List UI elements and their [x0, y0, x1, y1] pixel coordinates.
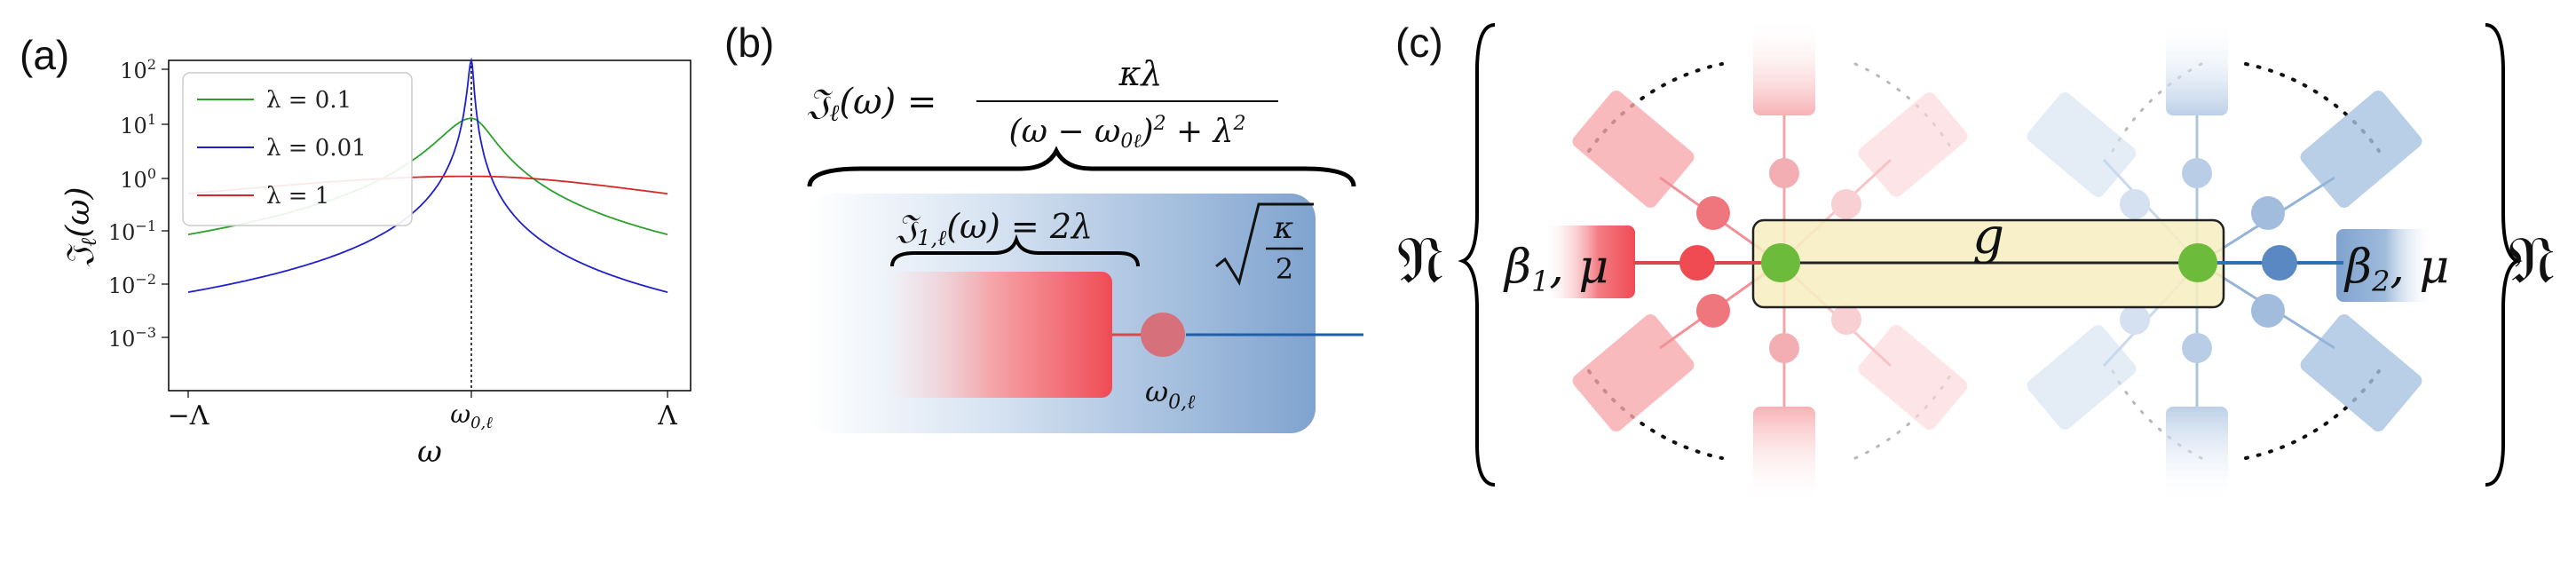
y-axis: 102 101 100 10−1 10−2 10−3: [108, 56, 169, 352]
formula-numerator: κλ: [1118, 54, 1162, 93]
y-tick-label: 10−2: [108, 271, 156, 298]
coupling-numerator: κ: [1273, 210, 1293, 246]
legend-box: [182, 72, 413, 226]
panel-b-label: (b): [724, 20, 774, 66]
inner-brace: [890, 234, 1140, 267]
dotted-arc: [1853, 369, 1955, 460]
frak-right: 𝔑: [2509, 222, 2556, 298]
sqrt-sign: [1215, 202, 1314, 286]
x-tick-label: Λ: [657, 400, 677, 431]
y-tick-label: 102: [120, 56, 156, 83]
bath-box-faded: [1753, 18, 1815, 115]
mode-node-faded: [2120, 305, 2150, 335]
left-bath-box: [1543, 226, 1635, 298]
mode-node: [1141, 313, 1185, 357]
bath-box-faded: [2300, 91, 2422, 208]
panel-c: (c) 𝔑 𝔑: [1395, 18, 2556, 504]
mode-node-faded: [2120, 189, 2150, 219]
panel-a-label: (a): [20, 32, 69, 78]
top-brace: [807, 146, 1356, 187]
right-bath-box: [2336, 229, 2434, 302]
red-bath-box: [892, 272, 1112, 398]
coupling-denominator: 2: [1276, 252, 1293, 286]
series-line-blue: [187, 57, 668, 293]
legend-item: λ = 1: [266, 183, 329, 210]
y-tick-label: 10−3: [108, 324, 156, 352]
formula-denominator: (ω − ω0ℓ)2 + λ2: [1009, 113, 1246, 153]
left-large-brace: [1458, 23, 1496, 487]
x-axis-label: ω: [417, 434, 442, 470]
bath-box-faded: [1858, 325, 1968, 430]
bath-box-faded: [2027, 325, 2137, 430]
mode-node-faded: [2182, 158, 2212, 188]
x-axis: −Λ ω0,ℓ Λ: [168, 391, 677, 432]
legend-item: λ = 0.01: [266, 135, 367, 162]
mode-node: [1696, 294, 1730, 328]
system-node-right: [2178, 243, 2217, 282]
panel-b: (b) 𝔍ℓ(ω) = κλ (ω − ω0ℓ)2 + λ2 𝔍1,ℓ(ω) =…: [724, 20, 1363, 433]
left-bath-label: β1, μ: [1503, 241, 1608, 298]
left-bath-node: [1679, 245, 1715, 281]
bath-box-faded: [1753, 407, 1815, 504]
mode-node: [1696, 196, 1730, 230]
mode-node: [2251, 294, 2285, 328]
y-tick-label: 10−1: [108, 218, 156, 245]
frak-left: 𝔑: [1397, 222, 1444, 298]
system-node-left: [1761, 243, 1800, 282]
bath-box-faded: [2300, 314, 2422, 431]
y-tick-label: 100: [120, 165, 156, 193]
bath-box-faded: [2166, 407, 2228, 504]
mode-node-faded: [1831, 189, 1861, 219]
right-large-brace: [2485, 23, 2523, 487]
right-bath-label: β2, μ: [2343, 241, 2449, 298]
bath-box-faded: [1858, 92, 1968, 197]
panel-c-label: (c): [1395, 20, 1443, 66]
bath-box-faded: [1572, 314, 1695, 431]
mode-node-faded: [1831, 305, 1861, 335]
legend-item: λ = 0.1: [266, 87, 352, 114]
bath-box-faded: [2166, 18, 2228, 115]
x-tick-label: ω0,ℓ: [450, 400, 493, 432]
x-tick-label: −Λ: [168, 400, 209, 431]
bath-box-faded: [1572, 91, 1695, 208]
mode-node: [2251, 196, 2285, 230]
legend: λ = 0.1 λ = 0.01 λ = 1: [182, 72, 413, 226]
mode-node-faded: [2182, 333, 2212, 363]
bath-box-faded: [2027, 92, 2137, 197]
y-tick-label: 101: [120, 111, 156, 139]
panel-a: (a) 102 101 100 10−1 10−2 10−3 𝔍ℓ(ω) −Λ: [20, 32, 691, 470]
plot-frame: [168, 59, 691, 392]
right-cluster: [2027, 18, 2422, 504]
mode-node-faded: [1769, 158, 1799, 188]
coupling-label: g: [1972, 208, 2004, 265]
right-bath-node: [2262, 245, 2297, 281]
left-cluster: [1572, 18, 1968, 504]
dotted-arc: [1853, 62, 1955, 153]
y-axis-label: 𝔍ℓ(ω): [60, 186, 101, 267]
mode-node-faded: [1769, 333, 1799, 363]
formula-lhs: 𝔍ℓ(ω) =: [807, 82, 936, 127]
